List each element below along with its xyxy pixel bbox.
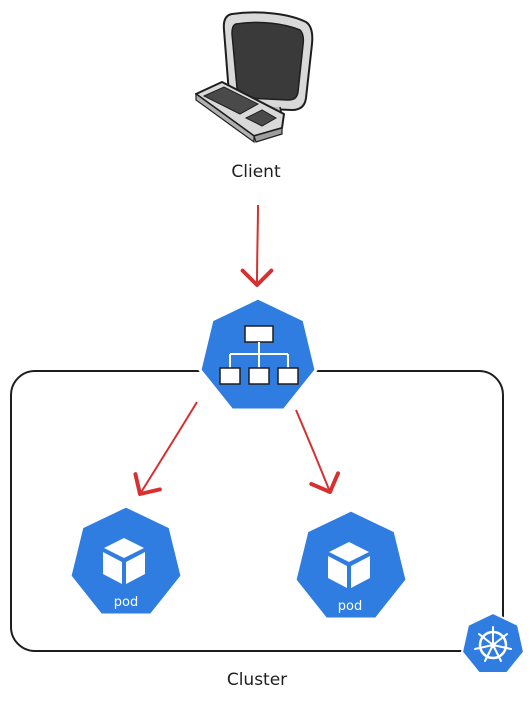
kubernetes-helm-icon [461, 612, 525, 674]
arrow-lb-to-pod-1 [133, 401, 198, 496]
pod-icon-1 [68, 504, 184, 617]
arrow-client-to-lb [240, 204, 274, 287]
cluster-boundary [10, 370, 504, 652]
arrow-lb-to-pod-2 [295, 409, 341, 494]
computer-icon [195, 11, 314, 144]
pod-icon-2 [293, 508, 409, 621]
cluster-label: Cluster [227, 670, 287, 690]
pod-2-label: pod [338, 599, 362, 614]
pod-1-label: pod [114, 595, 138, 610]
client-label: Client [231, 162, 281, 182]
load-balancer-icon [198, 296, 318, 412]
